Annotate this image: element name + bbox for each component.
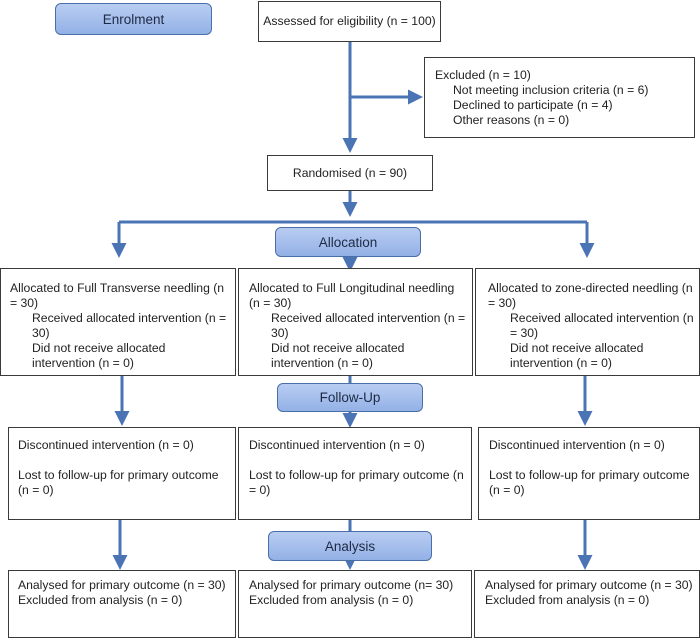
assessed-box: Assessed for eligibility (n = 100): [258, 1, 441, 42]
excluded-title: Excluded (n = 10): [435, 68, 531, 82]
analysis-stage-label: Analysis: [268, 531, 432, 561]
arm-1-follow-up-box: Discontinued intervention (n = 0) Lost t…: [8, 427, 236, 520]
excluded-box: Excluded (n = 10) Not meeting inclusion …: [424, 57, 695, 138]
arm-3-not-received: Did not receive allocated intervention (…: [510, 341, 644, 370]
arm-1-analysis-box: Analysed for primary outcome (n = 30) Ex…: [8, 570, 236, 638]
arm-3-discontinued: Discontinued intervention (n = 0): [489, 438, 665, 452]
follow-up-stage-label: Follow-Up: [277, 383, 423, 412]
excluded-reason: Declined to participate (n = 4): [453, 98, 613, 112]
randomised-text: Randomised (n = 90): [292, 165, 408, 180]
arm-2-excluded: Excluded from analysis (n = 0): [249, 593, 414, 607]
arm-2-allocation-box: Allocated to Full Longitudinal needling …: [238, 268, 473, 376]
arm-2-analysed: Analysed for primary outcome (n= 30): [249, 578, 454, 592]
arm-1-excluded: Excluded from analysis (n = 0): [18, 593, 183, 607]
excluded-reason: Not meeting inclusion criteria (n = 6): [453, 83, 649, 97]
enrolment-stage-label: Enrolment: [55, 3, 212, 35]
allocation-label: Allocation: [318, 234, 378, 250]
allocation-stage-label: Allocation: [275, 227, 421, 257]
arm-1-lost: Lost to follow-up for primary outcome (n…: [18, 468, 219, 497]
arm-1-discontinued: Discontinued intervention (n = 0): [18, 438, 194, 452]
arm-2-lost: Lost to follow-up for primary outcome (n…: [249, 468, 464, 497]
follow-up-label: Follow-Up: [319, 390, 381, 405]
arm-3-analysed: Analysed for primary outcome (n = 30): [485, 578, 693, 592]
arm-2-analysis-box: Analysed for primary outcome (n= 30) Exc…: [238, 570, 472, 638]
arm-1-allocated: Allocated to Full Transverse needling (n…: [10, 281, 225, 310]
arm-2-discontinued: Discontinued intervention (n = 0): [249, 438, 425, 452]
arm-3-follow-up-box: Discontinued intervention (n = 0) Lost t…: [478, 427, 700, 520]
arm-3-allocation-box: Allocated to zone-directed needling (n =…: [475, 268, 700, 376]
arm-3-excluded: Excluded from analysis (n = 0): [485, 593, 650, 607]
assessed-text: Assessed for eligibility (n = 100): [263, 14, 436, 28]
arm-2-allocated: Allocated to Full Longitudinal needling …: [249, 281, 455, 310]
arm-2-received: Received allocated intervention (n = 30): [271, 311, 466, 340]
arm-1-received: Received allocated intervention (n = 30): [32, 311, 227, 340]
enrolment-label: Enrolment: [102, 11, 165, 27]
excluded-reason: Other reasons (n = 0): [453, 113, 570, 127]
arm-3-analysis-box: Analysed for primary outcome (n = 30) Ex…: [474, 570, 700, 638]
arm-1-allocation-box: Allocated to Full Transverse needling (n…: [0, 268, 236, 376]
arm-1-analysed: Analysed for primary outcome (n = 30): [18, 578, 226, 592]
arm-3-allocated: Allocated to zone-directed needling (n =…: [488, 281, 693, 310]
analysis-label: Analysis: [324, 538, 376, 554]
arm-3-received: Received allocated intervention (n = 30): [510, 311, 694, 340]
arm-1-not-received: Did not receive allocated intervention (…: [32, 341, 166, 370]
arm-2-not-received: Did not receive allocated intervention (…: [271, 341, 405, 370]
arm-3-lost: Lost to follow-up for primary outcome (n…: [489, 468, 690, 497]
arm-2-follow-up-box: Discontinued intervention (n = 0) Lost t…: [238, 427, 472, 520]
randomised-box: Randomised (n = 90): [267, 155, 433, 191]
